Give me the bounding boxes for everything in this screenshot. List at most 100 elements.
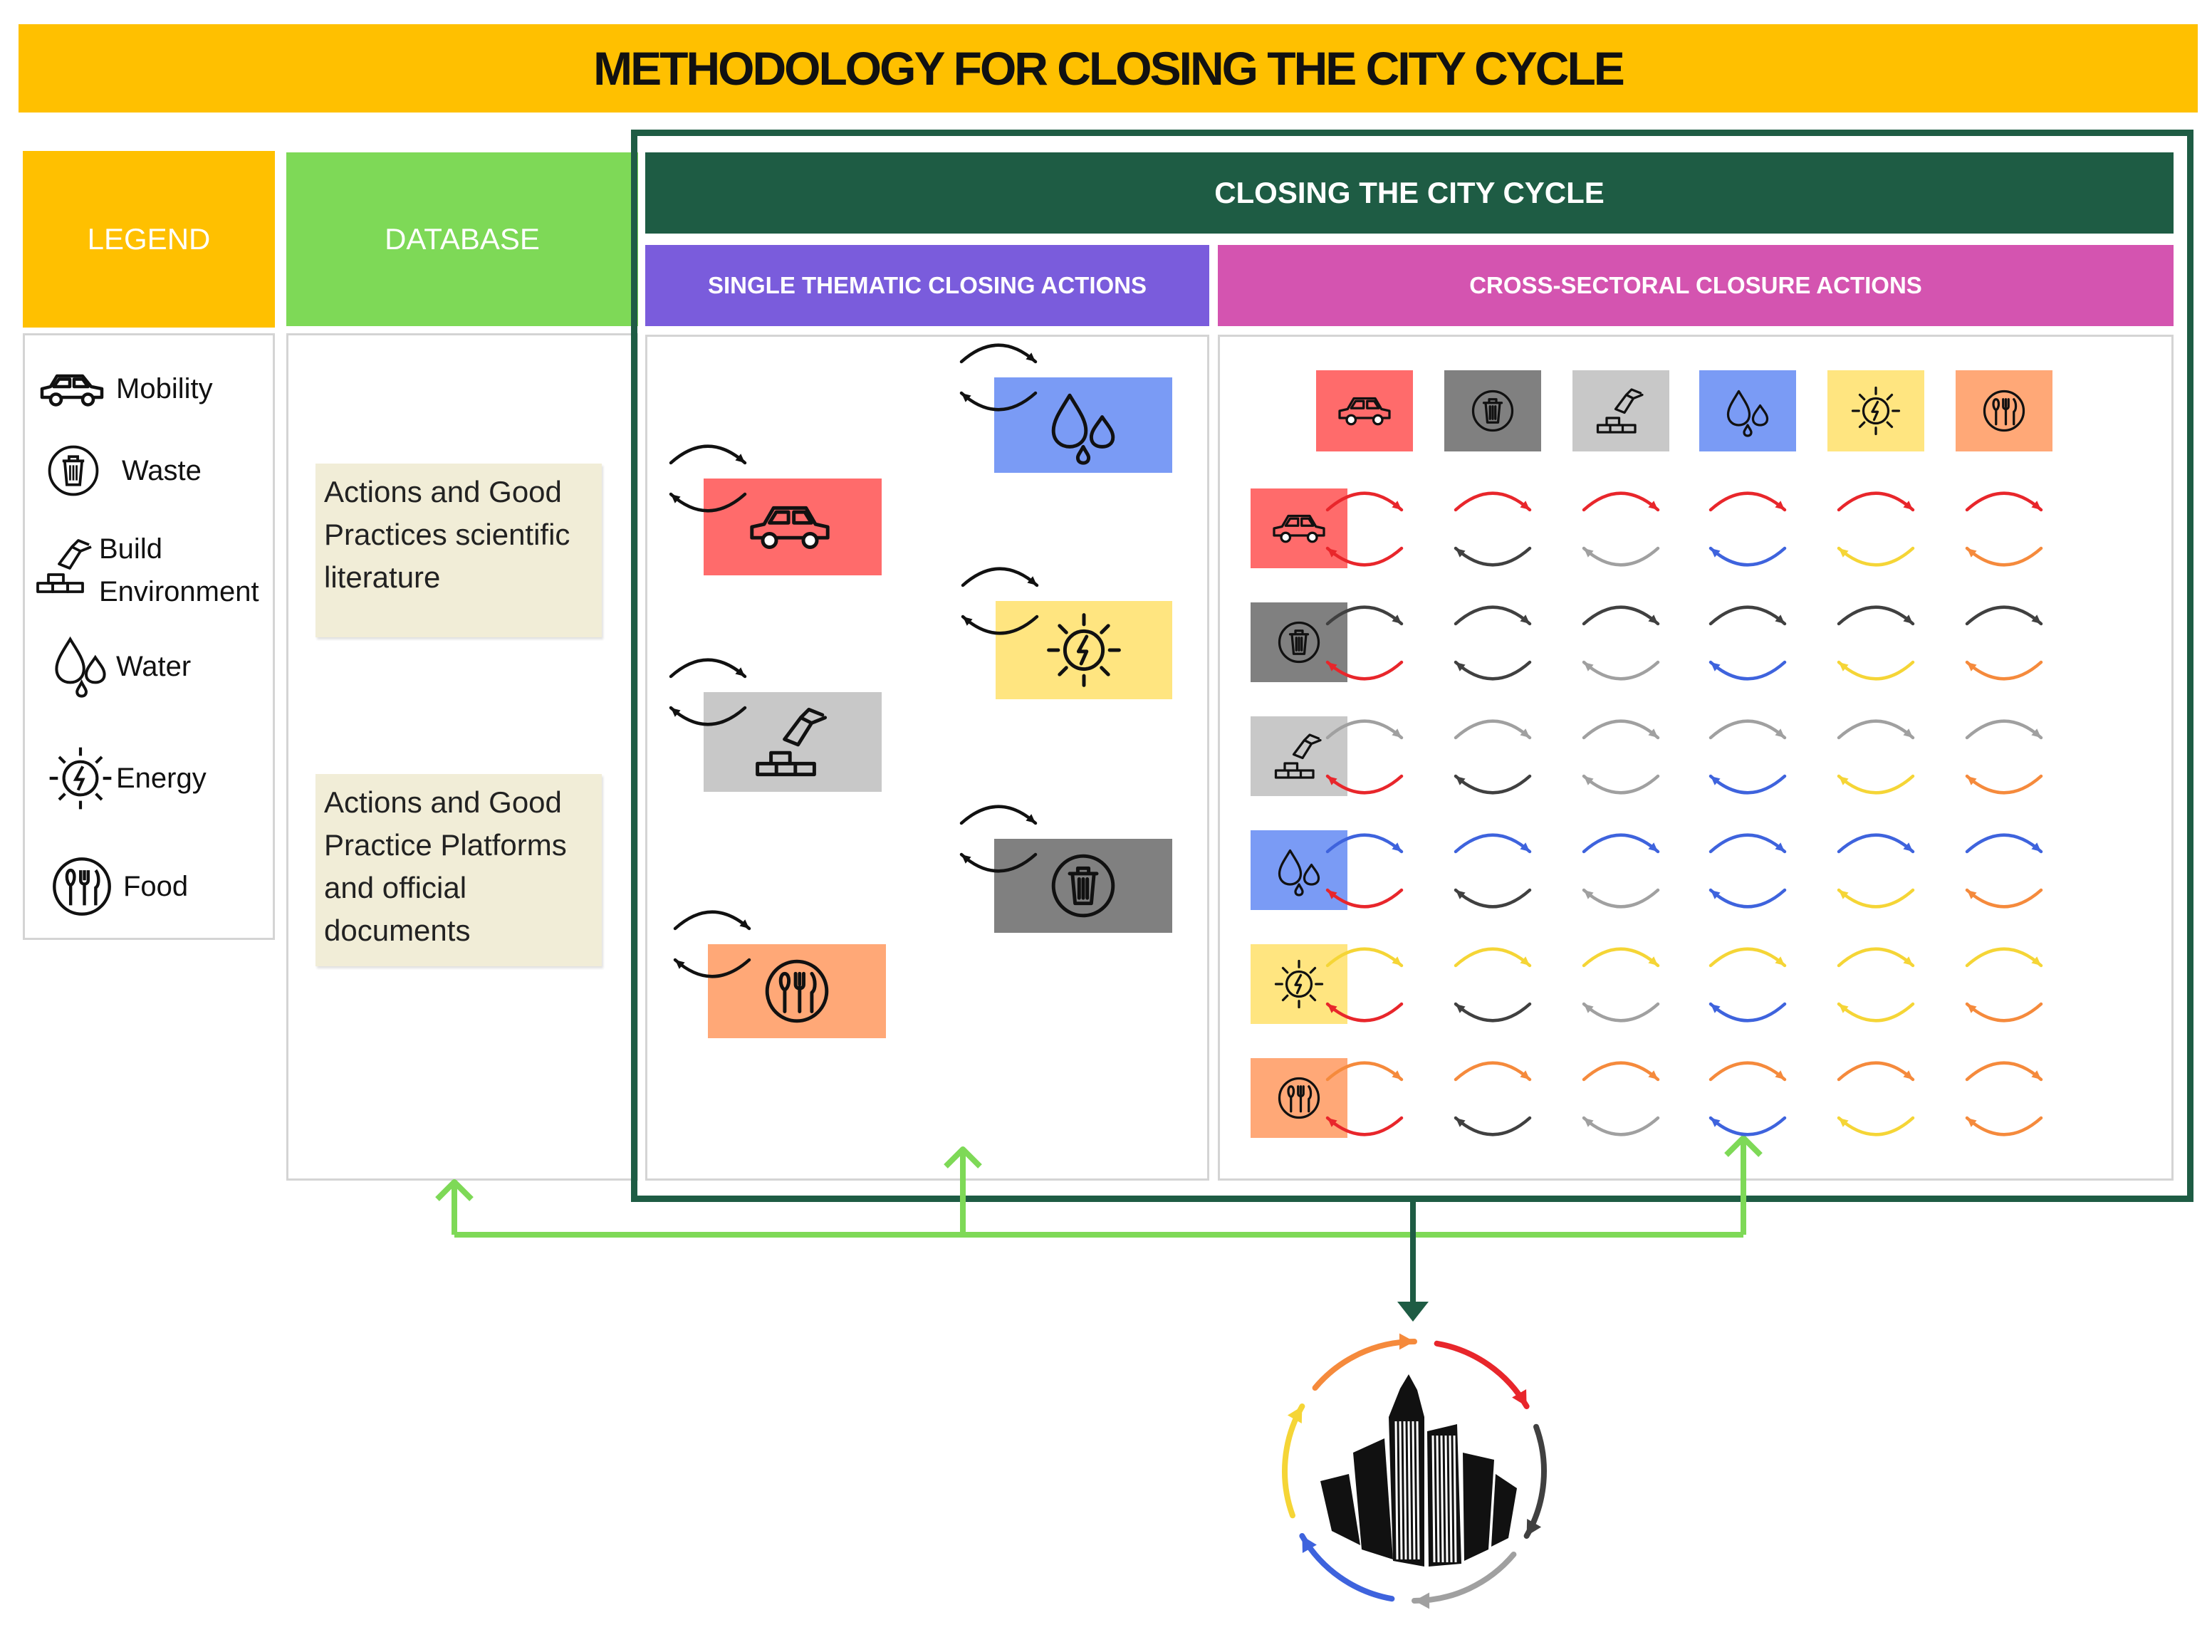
cell-arrow-top (1708, 1061, 1787, 1082)
cell-arrow-bottom (1582, 888, 1660, 909)
cell-arrow-bottom (1454, 1002, 1532, 1023)
cross-panel (1218, 335, 2174, 1181)
cross-cell-mobility-mobility (1325, 491, 1404, 567)
cell-arrow-bottom (1837, 1002, 1915, 1023)
cell-arrow-top (1837, 1061, 1915, 1082)
note-2-line-2: Practice Platforms (324, 828, 567, 862)
water-drops-icon (1726, 390, 1769, 437)
cross-col-header-food (1956, 370, 2052, 451)
cell-arrow-bottom (1837, 660, 1915, 681)
loop-arrow-top (961, 567, 1039, 587)
legend-label-waste: Waste (122, 454, 202, 486)
food-icon (53, 857, 111, 916)
city-cycle-arrow-waste (1523, 1423, 1547, 1539)
cell-arrow-top (1708, 491, 1787, 512)
cell-arrow-top (1454, 605, 1532, 626)
car-icon (40, 374, 104, 407)
cross-cell-build-food (1965, 719, 2043, 795)
cross-col-header-mobility (1316, 370, 1413, 451)
cell-arrow-top (1965, 719, 2043, 740)
loop-arrow-bottom (669, 706, 747, 726)
cross-cell-water-food (1965, 833, 2043, 909)
note-2-line-3: and official (324, 871, 467, 904)
cell-arrow-bottom (1708, 546, 1787, 567)
cross-row-header-waste (1251, 602, 1347, 682)
legend-label-mobility: Mobility (116, 372, 213, 404)
energy-sun-icon (1274, 959, 1324, 1009)
loop-arrow-top (959, 805, 1038, 825)
cross-cell-mobility-food (1965, 491, 2043, 567)
closing-frame (631, 130, 2193, 1202)
note-2-line-1: Actions and Good (324, 785, 562, 819)
cross-cell-waste-build (1582, 605, 1660, 681)
cross-cell-build-water (1708, 719, 1787, 795)
cell-arrow-top (1837, 947, 1915, 968)
cell-arrow-bottom (1708, 660, 1787, 681)
legend-label-energy: Energy (116, 762, 207, 794)
cell-arrow-top (1325, 947, 1404, 968)
cell-arrow-top (1837, 719, 1915, 740)
cell-arrow-bottom (1454, 888, 1532, 909)
food-icon (1278, 1077, 1320, 1119)
connector-actions-arrows (454, 1135, 1763, 1238)
trash-icon (1051, 854, 1115, 918)
cross-row-header-food (1251, 1058, 1347, 1138)
trash-icon (1278, 621, 1320, 664)
cross-heading: CROSS-SECTORAL CLOSURE ACTIONS (1469, 272, 1922, 298)
trash-icon (48, 445, 99, 496)
cross-col-header-waste (1444, 370, 1541, 451)
cross-cell-energy-food (1965, 947, 2043, 1023)
cell-arrow-bottom (1965, 888, 2043, 909)
cross-cell-food-waste (1454, 1061, 1532, 1136)
database-note-platforms: Actions and Good Practice Platforms and … (315, 774, 602, 966)
city-skyline-icon (1320, 1374, 1517, 1567)
single-header: SINGLE THEMATIC CLOSING ACTIONS (645, 245, 1209, 326)
legend-label-food: Food (123, 870, 189, 902)
cell-arrow-top (1454, 947, 1532, 968)
connector-lines (435, 1135, 1763, 1238)
cell-arrow-bottom (1837, 774, 1915, 795)
cross-cell-build-energy (1837, 719, 1915, 795)
cross-row-header-water (1251, 830, 1347, 910)
cell-arrow-top (1454, 833, 1532, 854)
page-title: METHODOLOGY FOR CLOSING THE CITY CYCLE (593, 42, 1625, 95)
legend-label-build-2: Environment (99, 576, 259, 607)
city-skyline-detail (1394, 1421, 1457, 1563)
cross-cell-mobility-energy (1837, 491, 1915, 567)
closing-heading: CLOSING THE CITY CYCLE (1214, 176, 1605, 209)
food-icon (765, 959, 829, 1023)
cross-col-header-energy (1827, 370, 1924, 451)
cell-arrow-bottom (1454, 546, 1532, 567)
legend-item-water: Water (52, 634, 191, 699)
cell-arrow-bottom (1582, 1116, 1660, 1136)
cell-arrow-top (1454, 491, 1532, 512)
cross-cell-energy-water (1708, 947, 1787, 1023)
loop-arrow-bottom (669, 492, 747, 513)
legend-item-waste: Waste (46, 444, 202, 498)
legend-item-build: Build Environment (33, 528, 259, 613)
legend-heading: LEGEND (87, 222, 211, 256)
cell-arrow-bottom (1837, 888, 1915, 909)
water-drops-icon (55, 636, 106, 698)
cross-cell-waste-food (1965, 605, 2043, 681)
cross-cell-water-water (1708, 833, 1787, 909)
cell-arrow-top (1837, 605, 1915, 626)
cell-arrow-top (1582, 833, 1660, 854)
cell-arrow-top (1582, 1061, 1660, 1082)
cross-row-header-build (1251, 716, 1347, 796)
cell-arrow-bottom (1837, 1116, 1915, 1136)
cross-cell-energy-build (1582, 947, 1660, 1023)
cross-cell-food-food (1965, 1061, 2043, 1136)
database-heading: DATABASE (385, 222, 540, 256)
legend-header: LEGEND (23, 151, 275, 328)
loop-arrow-bottom (673, 958, 751, 978)
cross-cell-waste-energy (1837, 605, 1915, 681)
cell-arrow-top (1325, 605, 1404, 626)
cell-arrow-bottom (1582, 546, 1660, 567)
cell-arrow-top (1708, 947, 1787, 968)
database-header: DATABASE (286, 152, 638, 326)
city-cycle-arrow-mobility (1434, 1340, 1530, 1409)
cell-arrow-bottom (1708, 1002, 1787, 1023)
water-drops-icon (1278, 849, 1320, 896)
